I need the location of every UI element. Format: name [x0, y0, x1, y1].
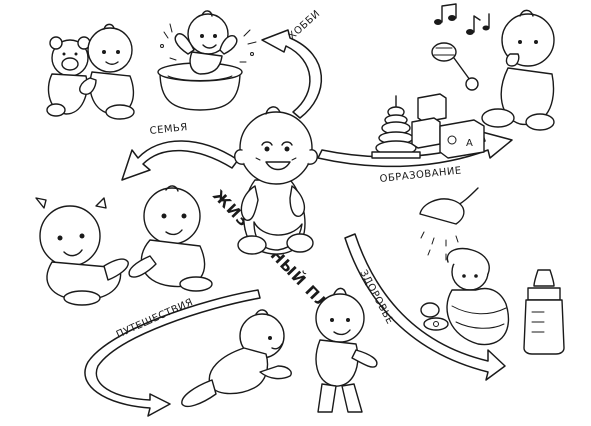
- branch-label-hobby: ХОББИ: [287, 8, 323, 42]
- teddy-bear-icon: [46, 36, 91, 117]
- shower-icon: [419, 187, 479, 261]
- rattle-icon: [431, 42, 479, 91]
- swaddled-baby-icon: [446, 247, 510, 346]
- girl-baby-icon: [35, 197, 129, 306]
- health-arrow: [344, 233, 506, 381]
- music-notes-icon: [434, 3, 490, 35]
- branch-label-family: СЕМЬЯ: [149, 122, 188, 137]
- stacking-rings-icon: [371, 95, 421, 159]
- center-baby-icon: [234, 106, 318, 255]
- toy-blocks-icon: A: [411, 93, 485, 159]
- bath-baby-icon: [160, 10, 257, 75]
- boy-baby-icon: [128, 185, 213, 292]
- hobby-arrow: [261, 29, 322, 119]
- branch-label-education: ОБРАЗОВАНИЕ: [379, 165, 462, 185]
- baby-hugging-icon: [79, 23, 135, 120]
- baby-bottle-icon: [523, 269, 565, 355]
- standing-baby-icon: [315, 287, 378, 413]
- pacifier-icon: [420, 302, 449, 331]
- block-letter: A: [466, 138, 473, 149]
- family-arrow: [121, 140, 239, 181]
- education-baby-icon: [481, 9, 555, 131]
- crawling-baby-icon: [181, 309, 292, 408]
- travel-arrow: [84, 289, 261, 417]
